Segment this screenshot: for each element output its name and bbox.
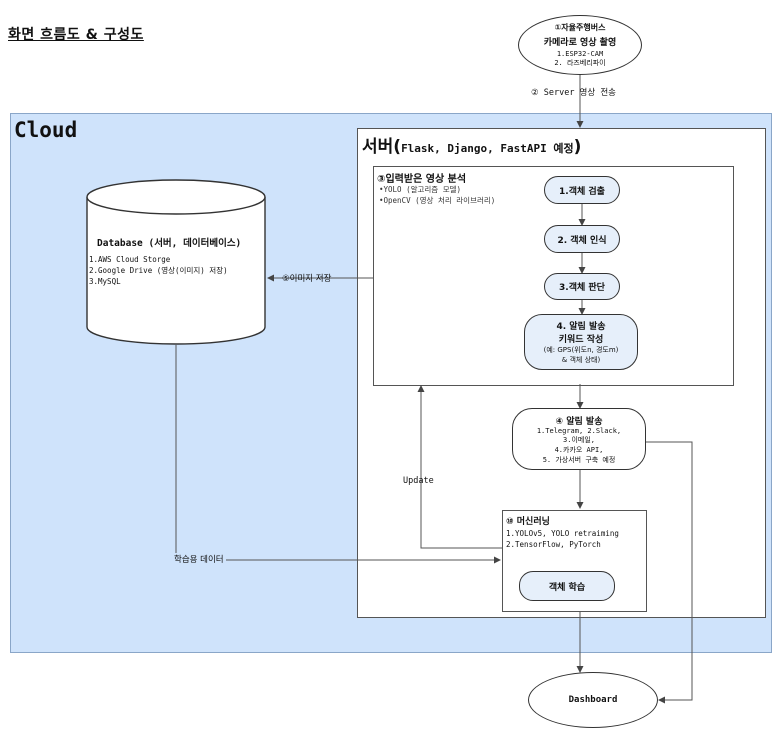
edge-label-training-data: 학습용 데이터	[172, 553, 226, 565]
bus-item: 2. 라즈베리파이	[554, 59, 606, 67]
analysis-bullets: •YOLO (알고리즘 모델) •OpenCV (영상 처리 라이브러리)	[379, 184, 495, 206]
dashboard-label: Dashboard	[568, 695, 618, 705]
step-judge: 3.객체 판단	[544, 273, 620, 300]
keyword-line: (예: GPS(위도n, 경도m)	[543, 346, 619, 354]
database-item: 3.MySQL	[89, 277, 121, 286]
database-items: 1.AWS Cloud Storge 2.Google Drive (영상(이미…	[89, 254, 228, 287]
step-recognize: 2. 객체 인식	[544, 225, 620, 253]
edge-label-server-send: ② Server 영상 전송	[531, 88, 616, 98]
server-title-main: 서버(	[362, 137, 402, 157]
page-title: 화면 흐름도 & 구성도	[8, 27, 144, 43]
object-training-button[interactable]: 객체 학습	[519, 571, 615, 601]
alert-title: ④ 알림 발송	[555, 416, 603, 427]
keyword-line: 키워드 작성	[558, 335, 604, 345]
analysis-title: ③입력받은 영상 분석	[377, 174, 467, 185]
cloud-label: Cloud	[14, 118, 78, 142]
server-title: 서버(Flask, Django, FastAPI 예정)	[362, 132, 581, 157]
bus-node: ①자율주행버스 카메라로 영상 촬영 1.ESP32-CAM 2. 라즈베리파이	[518, 15, 642, 75]
server-title-close: )	[573, 137, 582, 157]
step-detect: 1.객체 검출	[544, 176, 620, 204]
edge-label-update: Update	[403, 476, 434, 486]
keyword-line: 4. 알림 발송	[556, 322, 606, 332]
server-title-detail: Flask, Django, FastAPI 예정	[401, 142, 574, 155]
analysis-bullet: •OpenCV (영상 처리 라이브러리)	[379, 196, 496, 205]
alert-line: 4.카카오 API,	[554, 445, 604, 454]
bus-item: 1.ESP32-CAM	[556, 50, 604, 58]
bus-title: ①자율주행버스	[554, 23, 606, 32]
database-cylinder	[86, 179, 266, 345]
database-item: 2.Google Drive (영상(이미지) 저장)	[89, 266, 228, 275]
alert-line: 1.Telegram, 2.Slack,	[536, 426, 622, 435]
alert-line: 5. 가상서버 구축 예정	[542, 455, 616, 464]
ml-item: 2.TensorFlow, PyTorch	[506, 540, 601, 549]
alert-line: 3.이메일,	[563, 435, 595, 444]
ml-title: ⑩ 머신러닝	[506, 517, 550, 527]
edge-label-image-save: ⑤이미지 저장	[282, 274, 332, 284]
database-title: Database (서버, 데이터베이스)	[97, 238, 242, 249]
edge-ml-update	[417, 385, 502, 549]
edge-database-to-ml	[175, 345, 501, 564]
keyword-line: & 객체 상태)	[561, 356, 601, 364]
dashboard-node[interactable]: Dashboard	[528, 672, 658, 728]
step-alert-keyword: 4. 알림 발송 키워드 작성 (예: GPS(위도n, 경도m) & 객체 상…	[524, 314, 638, 370]
analysis-bullet: •YOLO (알고리즘 모델)	[379, 185, 462, 194]
ml-item: 1.YOLOv5, YOLO retraiming	[506, 529, 619, 538]
edge-alert-to-dashboard	[646, 441, 693, 704]
ml-items: 1.YOLOv5, YOLO retraiming 2.TensorFlow, …	[506, 528, 619, 550]
alert-node: ④ 알림 발송 1.Telegram, 2.Slack, 3.이메일, 4.카카…	[512, 408, 646, 470]
bus-subtitle: 카메라로 영상 촬영	[543, 38, 617, 48]
database-item: 1.AWS Cloud Storge	[89, 255, 171, 264]
